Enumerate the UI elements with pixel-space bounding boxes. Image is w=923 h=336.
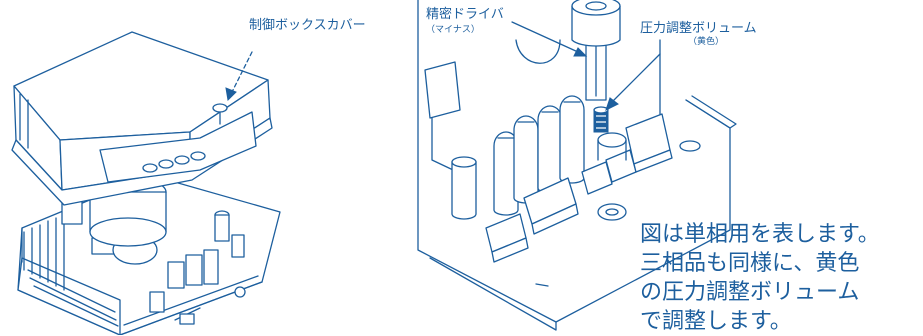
- control-box-cover: [11, 31, 273, 206]
- precision-screwdriver: [571, 0, 621, 101]
- volume-label: 圧力調整ボリューム: [640, 21, 757, 36]
- relay-blocks: [485, 113, 673, 263]
- pressure-adjust-volume: [593, 106, 609, 133]
- open-box-view: [417, 0, 737, 331]
- volume-leader-line: [611, 53, 661, 103]
- cover-leader-line: [231, 51, 253, 93]
- base-unit: [17, 174, 281, 335]
- note-line-4: で調整します。: [640, 309, 792, 334]
- volume-sublabel: （黄色）: [688, 37, 725, 47]
- note-line-3: の圧力調整ボリューム: [640, 280, 860, 305]
- cover-label: 制御ボックスカバー: [249, 18, 366, 33]
- component-posts: [451, 95, 585, 220]
- note-line-2: 三相品も同様に、黄色: [640, 251, 860, 276]
- cover-arrowhead: [225, 87, 237, 102]
- note-text: 図は単相用を表します。 三相品も同様に、黄色 の圧力調整ボリューム で調整します…: [640, 220, 923, 336]
- volume-arrowhead: [605, 97, 619, 111]
- screwdriver-label: 精密ドライバ: [426, 7, 504, 22]
- note-line-1: 図は単相用を表します。: [640, 222, 880, 247]
- control-box-exploded-view: [11, 31, 281, 335]
- screwdriver-leader-line: [511, 21, 579, 53]
- screwdriver-sublabel: （マイナス）: [426, 25, 480, 35]
- screwdriver-arrowhead: [573, 47, 588, 57]
